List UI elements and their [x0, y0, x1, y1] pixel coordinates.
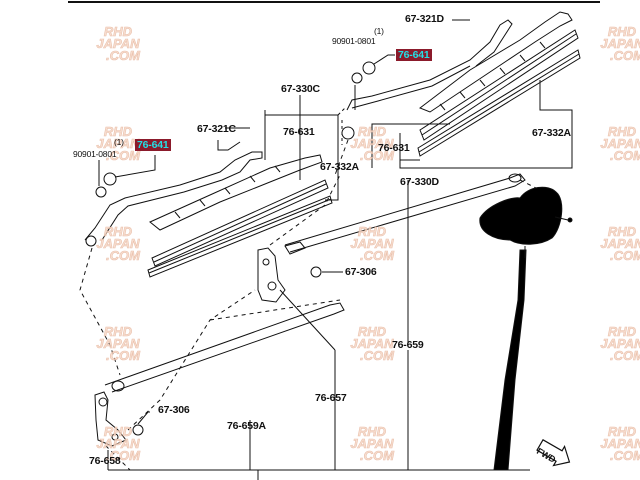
part-qty-top: (1) [374, 26, 384, 36]
part-label-76-631-right[interactable]: 76-631 [378, 142, 410, 154]
nut-left [95, 186, 107, 198]
body-panel-edge [493, 249, 527, 471]
part-label-67-332A-mid[interactable]: 67-332A [320, 161, 359, 173]
wiper-arm-left [84, 151, 323, 247]
wiper-motor [479, 186, 563, 245]
wiper-blade-left [147, 179, 333, 278]
part-label-90901-0801-left[interactable]: 90901-0801 [73, 149, 117, 159]
part-label-76-659[interactable]: 76-659 [392, 339, 424, 351]
bracket-right [399, 80, 573, 169]
part-label-76-657[interactable]: 76-657 [315, 392, 347, 404]
part-qty-left: (1) [114, 137, 124, 147]
part-label-67-306-low[interactable]: 67-306 [158, 404, 190, 416]
part-label-76-641-top-highlighted[interactable]: 76-641 [396, 49, 432, 61]
nut-top [351, 72, 363, 84]
pivot-assembly [257, 241, 336, 470]
cap-left [103, 172, 117, 186]
part-label-67-321D[interactable]: 67-321D [405, 13, 444, 25]
part-label-67-321C[interactable]: 67-321C [197, 123, 236, 135]
part-label-76-659A[interactable]: 76-659A [227, 420, 266, 432]
linkage-rod-main [104, 173, 526, 393]
wiper-blade-right [417, 29, 581, 157]
part-label-67-330D[interactable]: 67-330D [400, 176, 439, 188]
part-label-76-631-mid[interactable]: 76-631 [283, 126, 315, 138]
leader-lines [107, 19, 530, 480]
bracket-left [264, 114, 339, 201]
nut-67-306-low [132, 424, 144, 436]
wiper-arm-right [346, 11, 573, 113]
cap-top [362, 61, 376, 75]
lower-pivot [94, 391, 127, 447]
part-label-67-306-mid[interactable]: 67-306 [345, 266, 377, 278]
part-label-90901-0801-top[interactable]: 90901-0801 [332, 36, 376, 46]
part-label-67-330C[interactable]: 67-330C [281, 83, 320, 95]
fwd-arrow [536, 438, 571, 467]
part-label-76-641-left-highlighted[interactable]: 76-641 [135, 139, 171, 151]
nut-67-306-mid [310, 266, 322, 278]
part-label-67-332A-right[interactable]: 67-332A [532, 127, 571, 139]
part-label-76-658[interactable]: 76-658 [89, 455, 121, 467]
